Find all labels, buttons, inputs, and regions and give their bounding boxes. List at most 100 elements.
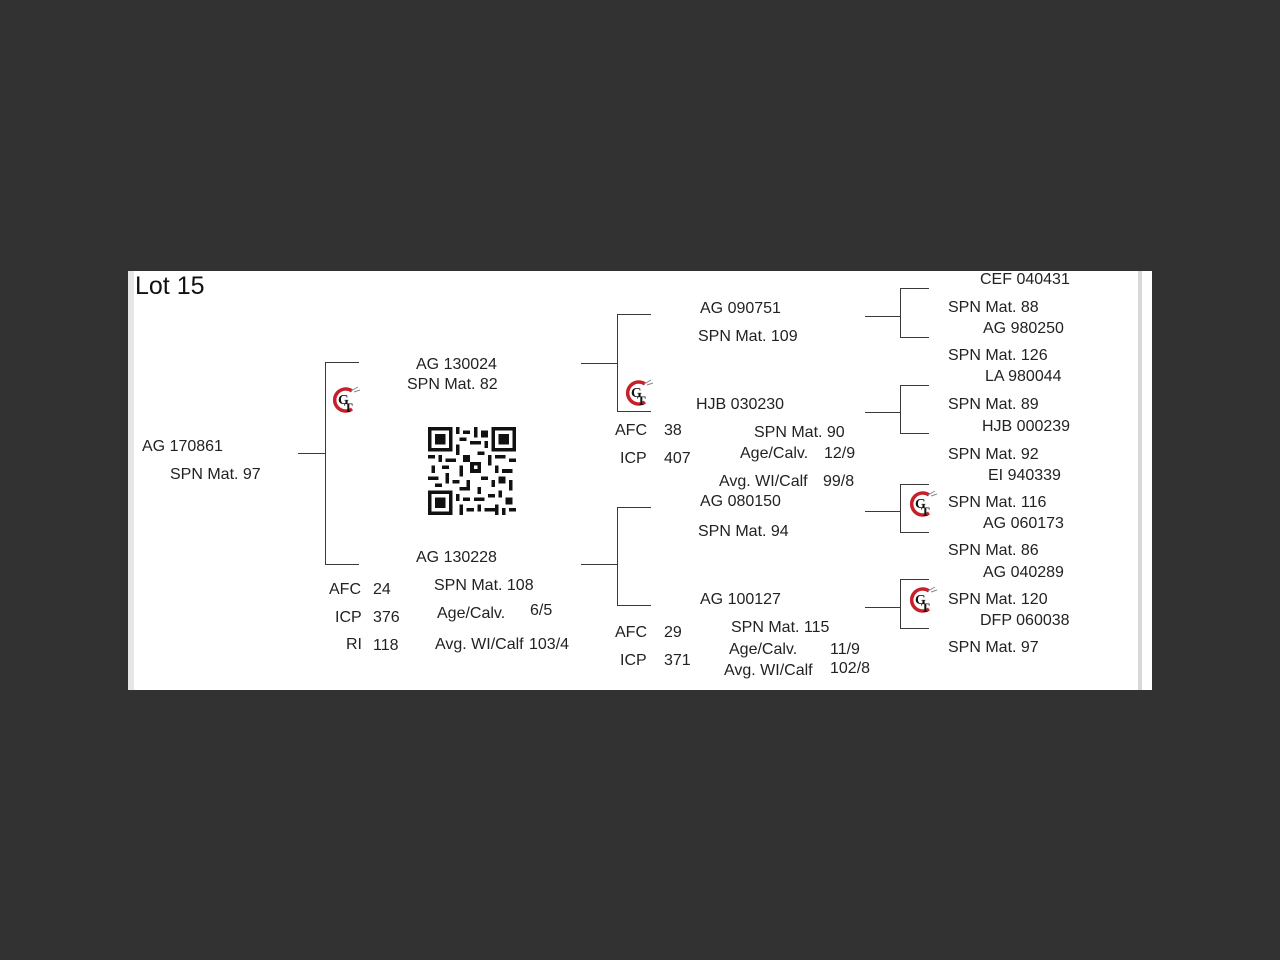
dam-ri-label: RI: [346, 636, 362, 653]
mgd-avg-value: 102/8: [830, 660, 871, 677]
ggp-b-top: [900, 385, 929, 386]
qr-code-icon: [428, 427, 516, 515]
pgd-connector: [617, 411, 651, 412]
pgd-avg-label: Avg. WI/Calf: [719, 473, 808, 490]
mgs-mat: SPN Mat. 94: [698, 523, 789, 540]
sire-branch-bracket: [617, 314, 618, 411]
ggp-b-bottom: [900, 433, 929, 434]
ggp-5-id: EI 940339: [988, 467, 1061, 484]
mgd-connector: [617, 605, 651, 606]
dam-branch-bracket: [617, 507, 618, 605]
ggp-7-id: AG 040289: [983, 564, 1064, 581]
ggp-d-top: [900, 579, 929, 580]
pgd-icp-label: ICP: [620, 450, 647, 467]
pgs-id: AG 090751: [700, 300, 781, 317]
dam-agecalv-label: Age/Calv.: [437, 605, 506, 622]
mgd-afc-label: AFC: [615, 624, 647, 641]
sire-connector: [325, 362, 359, 363]
ggp-3-mat: SPN Mat. 89: [948, 396, 1039, 413]
ggp-4-mat: SPN Mat. 92: [948, 446, 1039, 463]
pgd-agecalv-value: 12/9: [824, 445, 856, 462]
ggp-d-bottom: [900, 628, 929, 629]
dam-icp-label: ICP: [335, 609, 362, 626]
mgd-mat: SPN Mat. 115: [731, 619, 830, 636]
svg-text:G: G: [915, 593, 926, 608]
gt-logo-icon: G T: [909, 490, 938, 519]
sire-mat: SPN Mat. 82: [407, 376, 498, 393]
mgd-avg-label: Avg. WI/Calf: [724, 662, 813, 679]
dam-afc-label: AFC: [329, 581, 361, 598]
ggp-6-mat: SPN Mat. 86: [948, 542, 1039, 559]
mgd-icp-label: ICP: [620, 652, 647, 669]
pedigree-sheet: Lot 15 AG 170861 SPN Mat. 97 AG 130024 S…: [128, 271, 1152, 690]
gt-logo-icon: G T: [332, 386, 361, 415]
subject-mat: SPN Mat. 97: [170, 466, 261, 483]
mgd-id: AG 100127: [700, 591, 781, 608]
svg-text:G: G: [338, 393, 349, 408]
ggp-8-id: DFP 060038: [980, 612, 1070, 629]
pgs-mat: SPN Mat. 109: [698, 328, 798, 345]
ggp-3-id: LA 980044: [985, 368, 1062, 385]
ggp-4-id: HJB 000239: [982, 418, 1071, 435]
ggp-d-bracket: [900, 579, 901, 628]
dam-connector: [325, 564, 359, 565]
ggp-2-mat: SPN Mat. 126: [948, 347, 1048, 364]
dam-ri-value: 118: [373, 637, 399, 654]
ggp-c-bottom: [900, 532, 929, 533]
pgd-afc-label: AFC: [615, 422, 647, 439]
ggp-1-id: CEF 040431: [980, 271, 1070, 288]
ggp-a-bracket: [900, 288, 901, 337]
subject-id: AG 170861: [142, 438, 223, 455]
svg-text:T: T: [921, 504, 930, 519]
lot-title: Lot 15: [135, 272, 205, 300]
pgd-afc-value: 38: [664, 422, 682, 439]
pgd-avg-value: 99/8: [823, 473, 855, 490]
pgd-agecalv-label: Age/Calv.: [740, 445, 809, 462]
gt-logo-icon: G T: [625, 379, 654, 408]
svg-text:G: G: [631, 386, 642, 401]
pgs-connector: [617, 314, 651, 315]
ggp-6-id: AG 060173: [983, 515, 1064, 532]
pgd-id: HJB 030230: [696, 396, 785, 413]
svg-text:T: T: [344, 400, 353, 415]
svg-text:G: G: [915, 497, 926, 512]
dam-agecalv-value: 6/5: [530, 602, 553, 619]
ggp-7-mat: SPN Mat. 120: [948, 591, 1048, 608]
sire-id: AG 130024: [416, 356, 497, 373]
mgs-id: AG 080150: [700, 493, 781, 510]
dam-id: AG 130228: [416, 549, 497, 566]
ggp-a-bottom: [900, 337, 929, 338]
ggp-c-connector: [865, 511, 900, 512]
dam-mat: SPN Mat. 108: [434, 577, 534, 594]
sheet-left-edge: [128, 271, 134, 690]
dam-avg-label: Avg. WI/Calf: [435, 636, 524, 653]
ggp-b-connector: [865, 412, 900, 413]
ggp-5-mat: SPN Mat. 116: [948, 494, 1047, 511]
sire-branch-connector: [581, 363, 617, 364]
pgd-icp-value: 407: [664, 450, 691, 467]
subject-connector: [298, 453, 325, 454]
mgd-afc-value: 29: [664, 624, 682, 641]
ggp-c-top: [900, 484, 929, 485]
pgd-mat: SPN Mat. 90: [754, 424, 845, 441]
ggp-2-id: AG 980250: [983, 320, 1064, 337]
mgd-agecalv-value: 11/9: [830, 641, 860, 658]
dam-branch-connector: [581, 564, 617, 565]
ggp-1-mat: SPN Mat. 88: [948, 299, 1039, 316]
ggp-d-connector: [865, 607, 900, 608]
gt-logo-icon: G T: [909, 586, 938, 615]
ggp-b-bracket: [900, 385, 901, 434]
mgd-agecalv-label: Age/Calv.: [729, 641, 798, 658]
svg-text:T: T: [921, 600, 930, 615]
mgd-icp-value: 371: [664, 652, 691, 669]
mgs-connector: [617, 507, 651, 508]
sheet-right-edge: [1138, 271, 1142, 690]
dam-icp-value: 376: [373, 609, 400, 626]
ggp-a-top: [900, 288, 929, 289]
svg-text:T: T: [637, 393, 646, 408]
ggp-8-mat: SPN Mat. 97: [948, 639, 1039, 656]
dam-afc-value: 24: [373, 581, 391, 598]
gen1-bracket: [325, 362, 326, 565]
dam-avg-value: 103/4: [529, 636, 570, 653]
ggp-c-bracket: [900, 484, 901, 533]
